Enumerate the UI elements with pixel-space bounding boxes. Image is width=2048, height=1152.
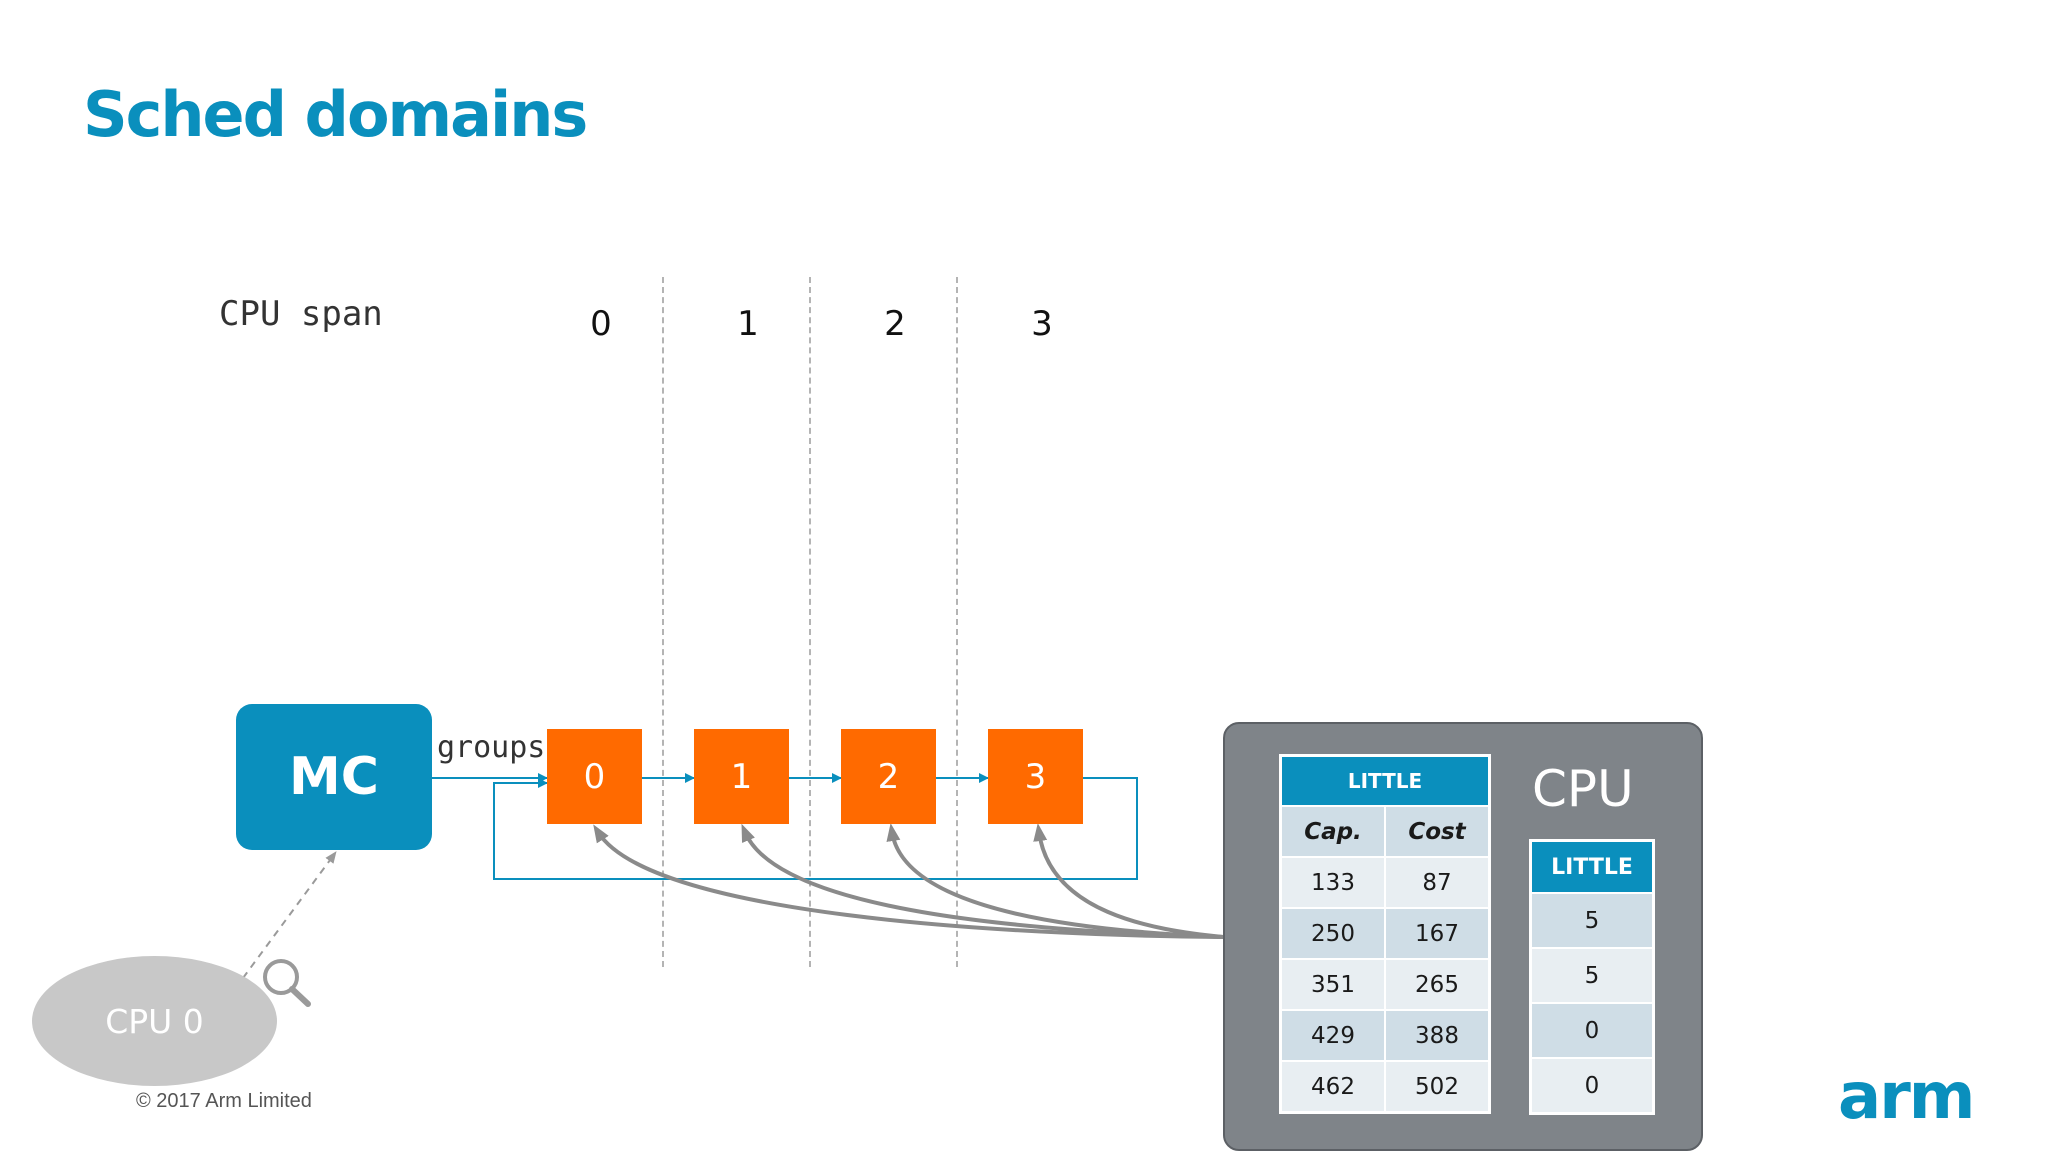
table-cell: 250 <box>1282 909 1384 958</box>
energy-pointer-arrow <box>741 823 1224 939</box>
table-cell: 87 <box>1386 858 1488 907</box>
table-cell: 5 <box>1532 894 1652 947</box>
cpu0-to-mc-arrow <box>242 851 337 979</box>
sched-group-label: 2 <box>877 756 900 797</box>
cap-cost-table: LITTLE Cap. Cost 133 87 250 167 351 265 … <box>1279 754 1491 1114</box>
mc-domain-box: MC <box>236 704 432 850</box>
table-cell: 265 <box>1386 960 1488 1009</box>
cpu-span-number: 3 <box>1031 304 1053 344</box>
table-cell: 429 <box>1282 1011 1384 1060</box>
cpu-span-label: CPU span <box>219 294 383 334</box>
cpu-span-number: 1 <box>737 304 759 344</box>
group-loop-arrow <box>493 777 1138 880</box>
energy-pointer-arrow <box>886 823 1224 939</box>
sched-group-box: 2 <box>841 729 936 824</box>
cpu-span-number: 0 <box>590 304 612 344</box>
sched-group-box: 0 <box>547 729 642 824</box>
cpu-separator-line <box>662 277 664 967</box>
table-cell: 133 <box>1282 858 1384 907</box>
cpu-separator-line <box>809 277 811 967</box>
table-cell: 462 <box>1282 1062 1384 1111</box>
energy-pointer-arrow <box>1033 823 1224 939</box>
cap-cost-table-header: LITTLE <box>1282 757 1488 805</box>
cpu0-node: CPU 0 <box>32 956 277 1086</box>
table-cell: 0 <box>1532 1059 1652 1112</box>
mc-domain-label: MC <box>289 747 379 807</box>
groups-label: groups <box>437 730 546 765</box>
idle-table-header: LITTLE <box>1532 842 1652 892</box>
cpu-separator-line <box>956 277 958 967</box>
energy-pointer-arrow <box>593 824 1224 939</box>
sched-group-box: 1 <box>694 729 789 824</box>
arm-logo: arm <box>1838 1060 1975 1134</box>
magnifier-icon <box>263 959 311 1007</box>
cpu0-label: CPU 0 <box>105 1001 204 1041</box>
table-cell: 5 <box>1532 949 1652 1002</box>
slide-title: Sched domains <box>83 78 588 151</box>
column-header: Cap. <box>1282 807 1384 856</box>
energy-model-title: CPU <box>1532 760 1634 818</box>
sched-group-label: 0 <box>583 756 606 797</box>
table-cell: 351 <box>1282 960 1384 1009</box>
idle-states-table: LITTLE 5 5 0 0 <box>1529 839 1655 1115</box>
table-cell: 502 <box>1386 1062 1488 1111</box>
table-cell: 0 <box>1532 1004 1652 1057</box>
copyright-text: © 2017 Arm Limited <box>136 1090 312 1112</box>
sched-group-label: 3 <box>1024 756 1047 797</box>
column-header: Cost <box>1386 807 1488 856</box>
sched-group-box: 3 <box>988 729 1083 824</box>
table-cell: 167 <box>1386 909 1488 958</box>
cpu-span-number: 2 <box>884 304 906 344</box>
table-cell: 388 <box>1386 1011 1488 1060</box>
sched-group-label: 1 <box>730 756 753 797</box>
